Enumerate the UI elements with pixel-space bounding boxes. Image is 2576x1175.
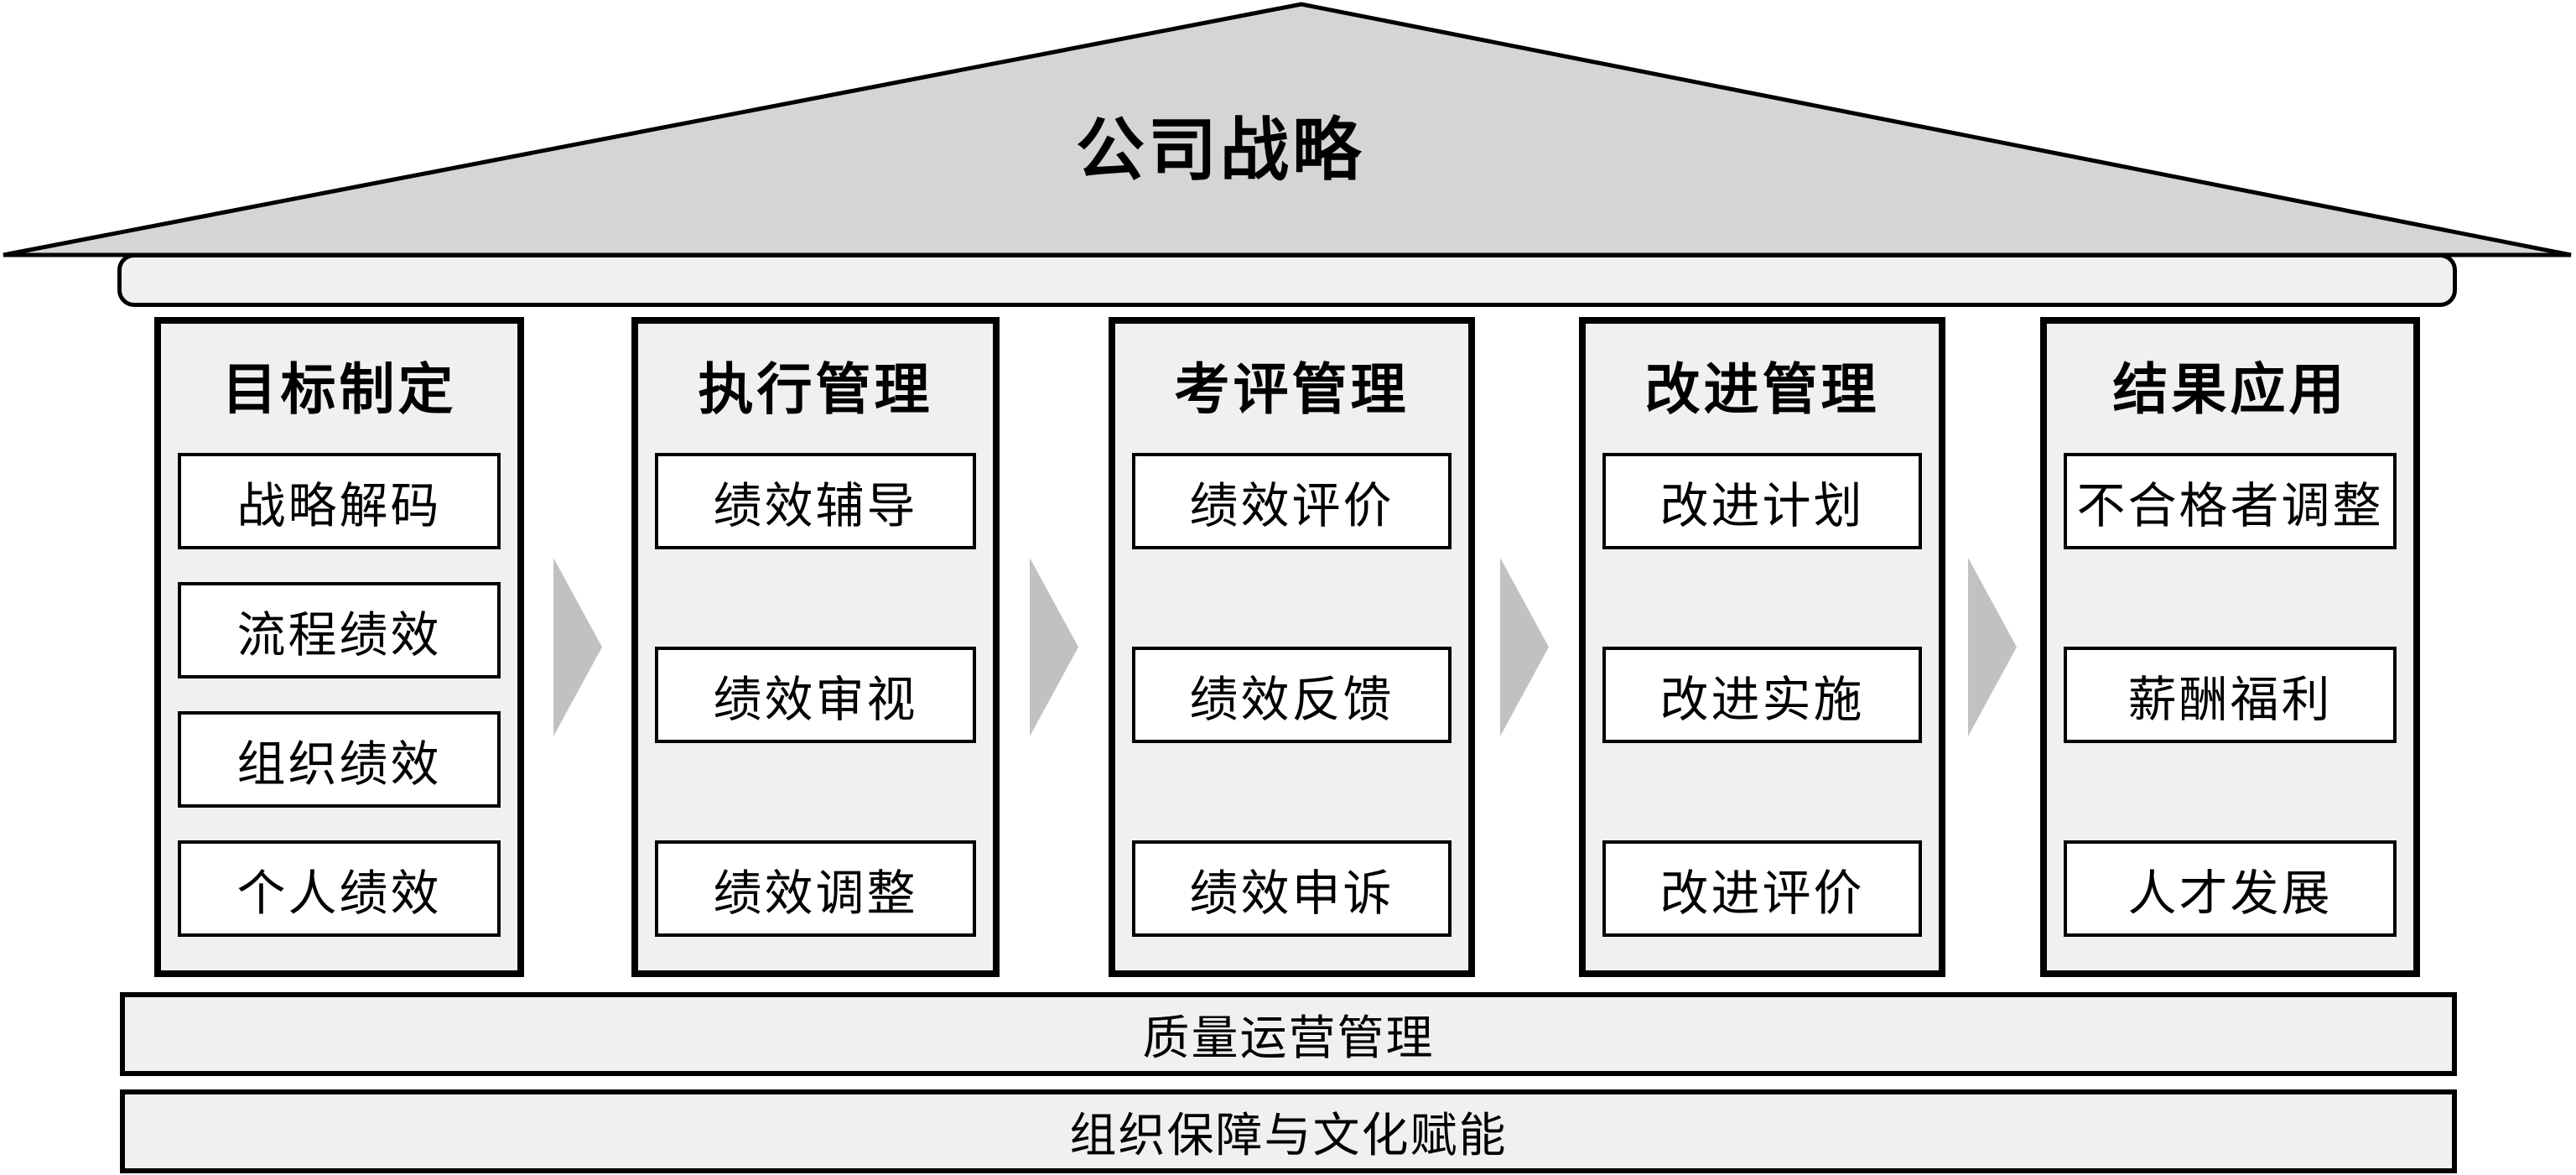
- flow-arrow-icon: [1030, 558, 1078, 736]
- process-label: 绩效辅导: [713, 478, 918, 533]
- foundation-label: 质量运营管理: [1142, 1012, 1435, 1065]
- process-box: 绩效辅导: [655, 453, 976, 549]
- foundation-bar-org-culture: 组织保障与文化赋能: [120, 1089, 2457, 1173]
- process-label: 人才发展: [2127, 866, 2333, 921]
- process-box: 改进评价: [1602, 840, 1922, 937]
- roof-title: 公司战略: [1075, 112, 1365, 189]
- pillar-result-application: 结果应用 不合格者调整 薪酬福利 人才发展: [2040, 317, 2420, 977]
- process-box: 绩效调整: [655, 840, 976, 937]
- process-box: 流程绩效: [178, 582, 501, 678]
- pillar-title: 结果应用: [2112, 360, 2348, 421]
- process-label: 绩效调整: [713, 866, 918, 921]
- process-label: 薪酬福利: [2127, 672, 2333, 727]
- process-label: 绩效评价: [1189, 478, 1394, 533]
- pillar-appraisal-management: 考评管理 绩效评价 绩效反馈 绩效申诉: [1109, 317, 1475, 977]
- process-box: 人才发展: [2064, 840, 2397, 937]
- process-box: 绩效反馈: [1132, 647, 1452, 743]
- pillar-goal-setting: 目标制定 战略解码 流程绩效 组织绩效 个人绩效: [154, 317, 524, 977]
- pillar-title: 改进管理: [1644, 360, 1880, 421]
- pillar-title: 目标制定: [221, 360, 457, 421]
- process-label: 战略解码: [236, 478, 442, 533]
- flow-arrow-icon: [553, 558, 602, 736]
- process-box: 绩效申诉: [1132, 840, 1452, 937]
- process-label: 改进实施: [1659, 672, 1865, 727]
- process-box: 绩效评价: [1132, 453, 1452, 549]
- process-label: 流程绩效: [236, 607, 442, 663]
- process-box: 不合格者调整: [2064, 453, 2397, 549]
- process-box: 绩效审视: [655, 647, 976, 743]
- process-label: 个人绩效: [236, 866, 442, 921]
- flow-arrow-icon: [1968, 558, 2017, 736]
- roof-triangle: [3, 2, 2572, 257]
- process-label: 不合格者调整: [2076, 478, 2384, 533]
- process-label: 绩效审视: [713, 672, 918, 727]
- process-label: 组织绩效: [236, 736, 442, 792]
- pillar-execution-management: 执行管理 绩效辅导 绩效审视 绩效调整: [631, 317, 1000, 977]
- process-box: 战略解码: [178, 453, 501, 549]
- flow-arrow-icon: [1500, 558, 1549, 736]
- foundation-bar-quality-operations: 质量运营管理: [120, 992, 2457, 1076]
- pillar-title: 执行管理: [698, 360, 933, 421]
- foundation-label: 组织保障与文化赋能: [1069, 1110, 1508, 1162]
- process-label: 绩效反馈: [1189, 672, 1394, 727]
- process-box: 组织绩效: [178, 711, 501, 808]
- process-box: 个人绩效: [178, 840, 501, 937]
- pillar-improvement-management: 改进管理 改进计划 改进实施 改进评价: [1579, 317, 1945, 977]
- process-box: 改进实施: [1602, 647, 1922, 743]
- process-label: 改进评价: [1659, 866, 1865, 921]
- process-label: 改进计划: [1659, 478, 1865, 533]
- process-box: 改进计划: [1602, 453, 1922, 549]
- process-box: 薪酬福利: [2064, 647, 2397, 743]
- pillar-title: 考评管理: [1174, 360, 1410, 421]
- process-label: 绩效申诉: [1189, 866, 1394, 921]
